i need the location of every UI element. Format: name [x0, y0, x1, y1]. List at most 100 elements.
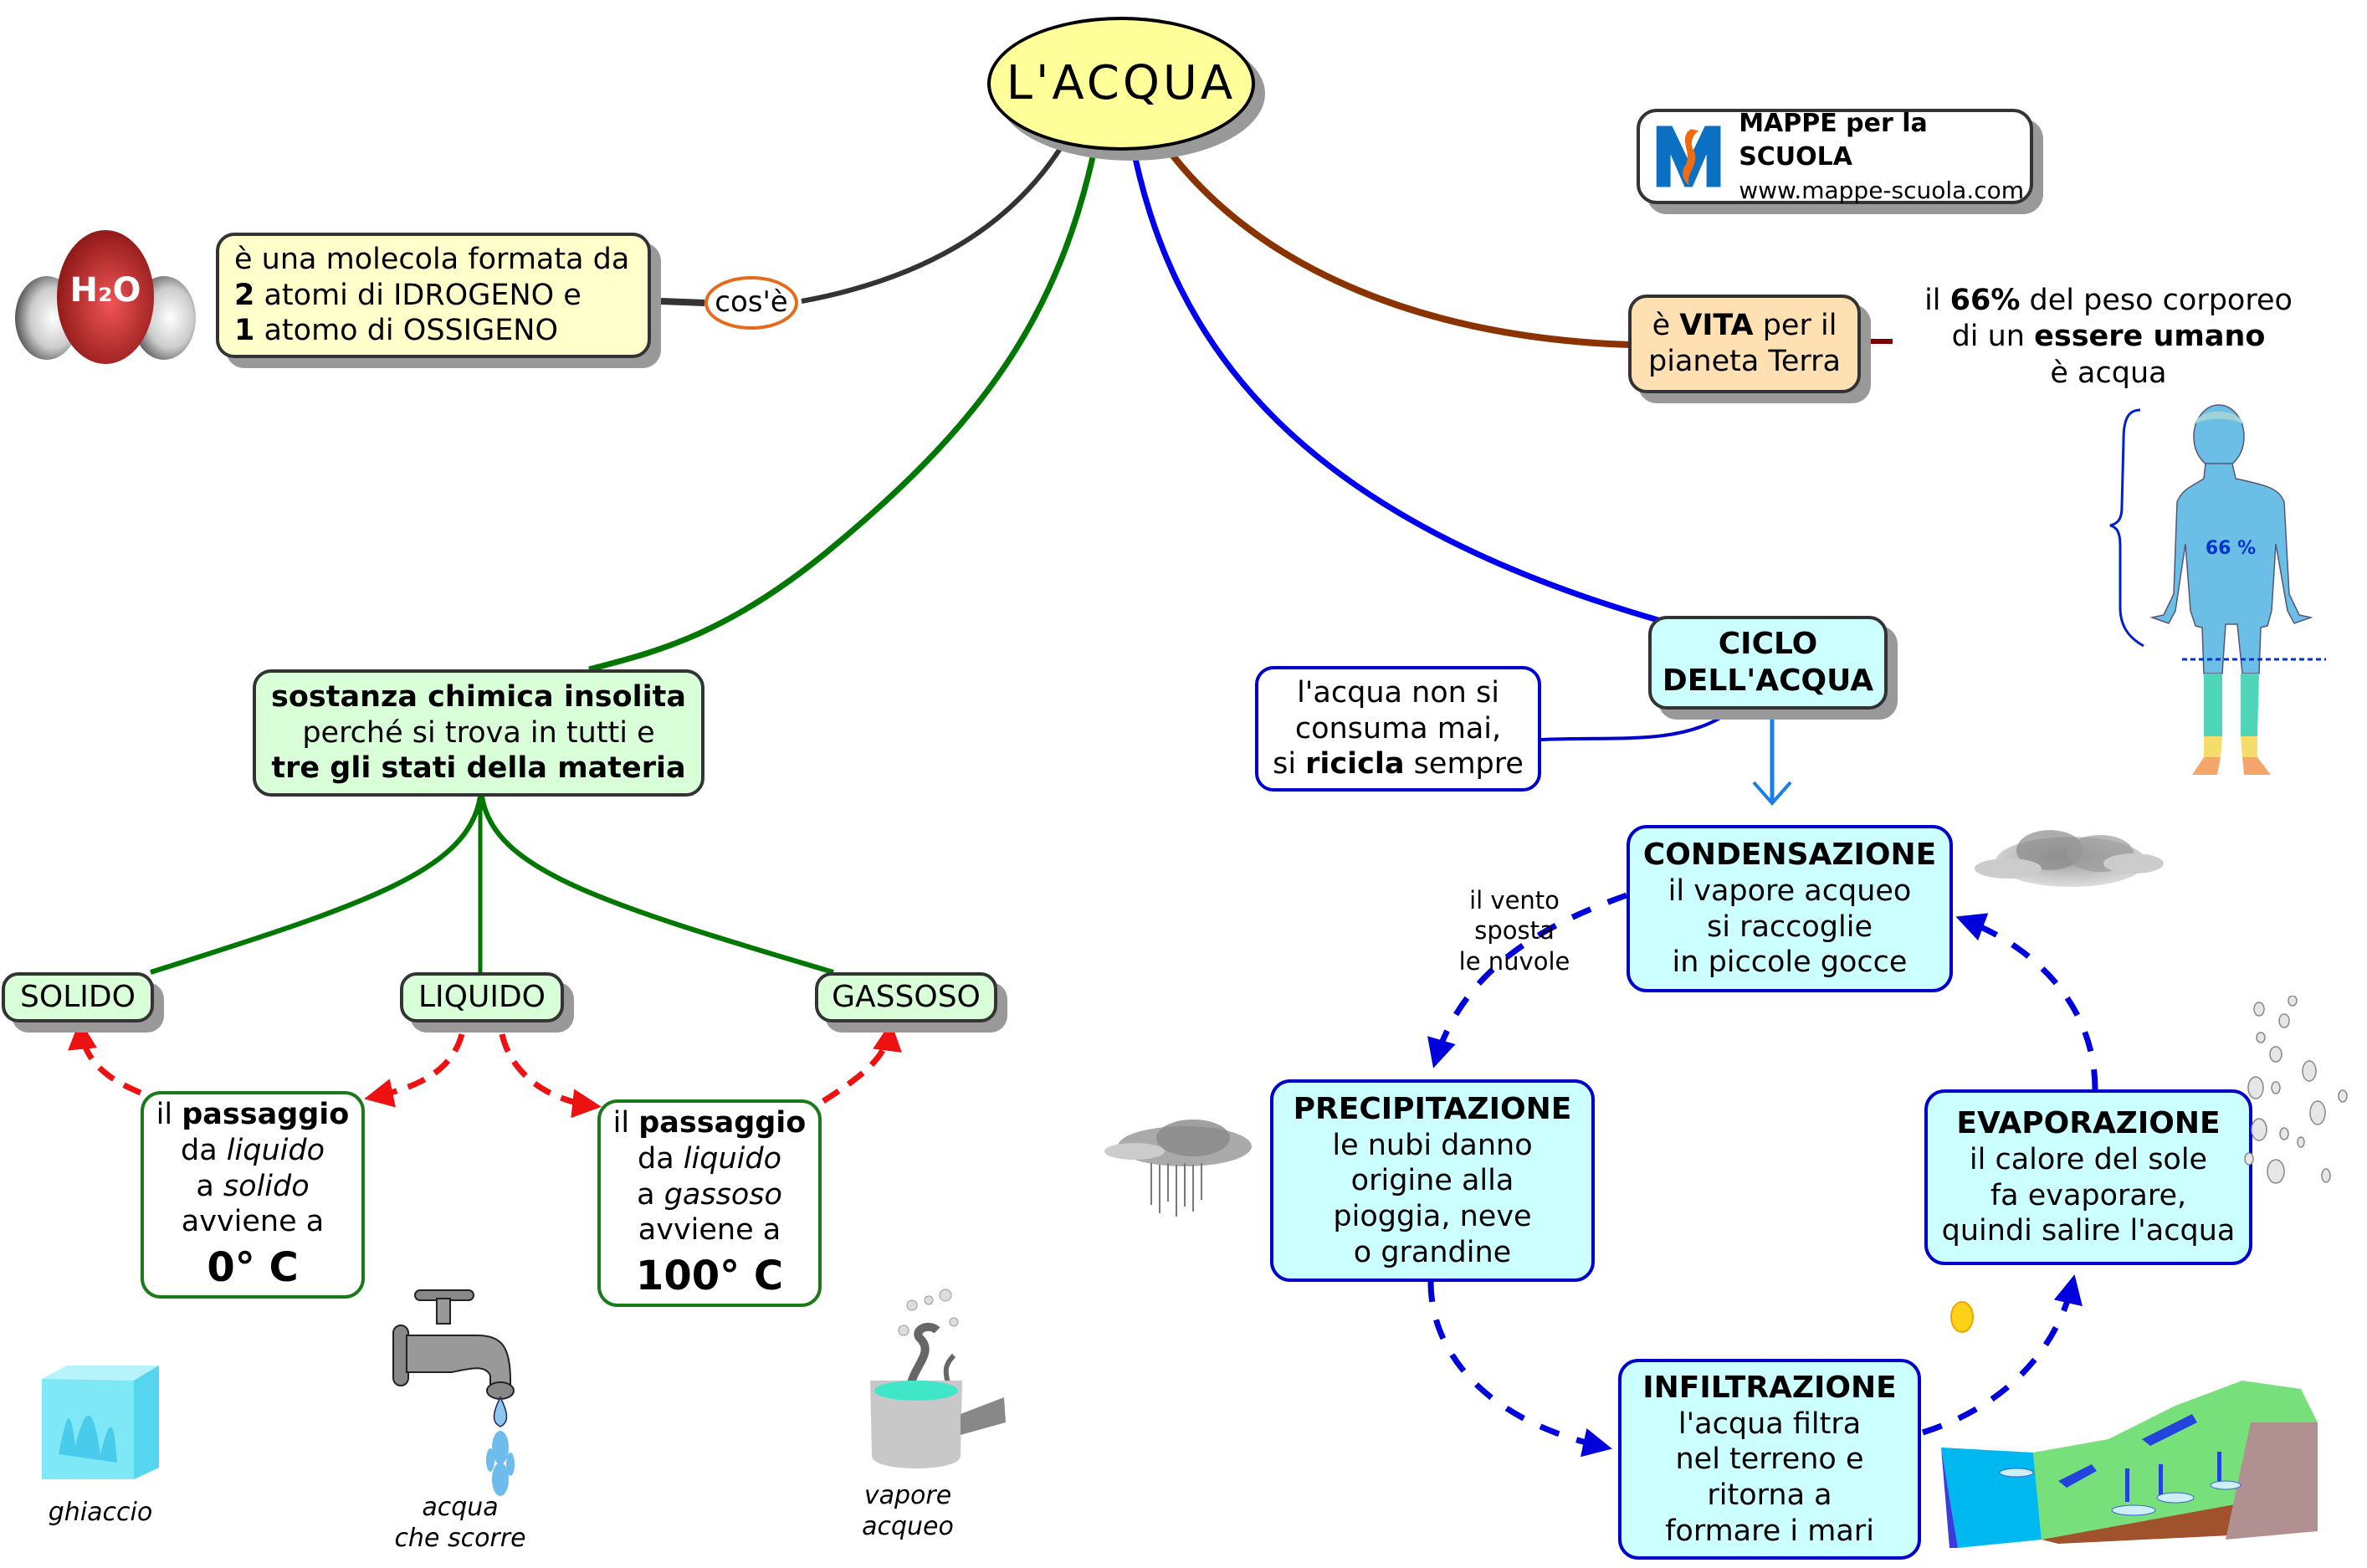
water-tap-icon: [392, 1289, 515, 1496]
prec-line-1: le nubi danno: [1332, 1128, 1533, 1162]
infil-title: INFILTRAZIONE: [1642, 1370, 1897, 1405]
vento-line-3: le nuvole: [1458, 946, 1570, 976]
cond-line-1: il vapore acqueo: [1668, 874, 1912, 908]
arrow-ciclo-down-head: [1752, 781, 1792, 807]
vita-post: per il: [1753, 309, 1837, 343]
sostanza-node[interactable]: sostanza chimica insolita perché si trov…: [253, 669, 704, 797]
tg-l2-it: liquido: [683, 1142, 781, 1176]
sostanza-line-3: tre gli stati della materia: [271, 751, 685, 787]
hydrogen-text: atomi di IDROGENO e: [254, 278, 582, 312]
state-solido[interactable]: SOLIDO: [2, 972, 154, 1022]
prec-line-2: origine alla: [1350, 1164, 1514, 1198]
caption-steam: vapore acqueo: [845, 1481, 971, 1542]
freezing-temp: 0° C: [207, 1244, 299, 1292]
mappe-scuola-logo[interactable]: MAPPE per la SCUOLA www.mappe-scuola.com: [1637, 109, 2033, 204]
logo-text: MAPPE per la SCUOLA www.mappe-scuola.com: [1739, 107, 2030, 207]
condensazione-node[interactable]: CONDENSAZIONE il vapore acqueo si raccog…: [1627, 825, 1953, 992]
prec-line-3: pioggia, neve: [1333, 1199, 1532, 1233]
link-root-ciclo: [1128, 137, 1662, 624]
logo-brand: MAPPE per la SCUOLA: [1739, 108, 1928, 172]
vita-node[interactable]: è VITA per il pianeta Terra: [1628, 295, 1861, 393]
human-l1-pre: il: [1924, 284, 1950, 317]
caption-tap-2: che scorre: [394, 1523, 526, 1553]
human-l2-bold: essere umano: [2034, 320, 2266, 354]
tg-l1-pre: il: [612, 1106, 639, 1140]
root-title: L'ACQUA: [1006, 55, 1237, 110]
rain-cloud-icon: [1104, 1120, 1252, 1217]
link-cose-molecule: [660, 298, 705, 306]
link-label-cose: cos'è: [704, 276, 798, 330]
oxygen-count: 1: [234, 314, 255, 348]
tg-l3-pre: a: [637, 1177, 664, 1212]
tg-line-4: avviene a: [638, 1213, 781, 1248]
sostanza-line-2: perché si trova in tutti e: [302, 715, 655, 750]
cose-text: cos'è: [715, 285, 788, 320]
arrow-prec-to-infil: [1427, 1281, 1612, 1458]
evaporazione-node[interactable]: EVAPORAZIONE il calore del sole fa evapo…: [1924, 1089, 2252, 1265]
human-water-text: il 66% del peso corporeo di un essere um…: [1899, 283, 2318, 392]
caption-tap: acqua che scorre: [377, 1493, 544, 1554]
caption-tap-1: acqua: [422, 1493, 499, 1522]
human-percent: 66%: [1949, 284, 2021, 317]
vita-line-1: è VITA per il: [1652, 308, 1837, 344]
ts-l1-bold: passaggio: [182, 1098, 350, 1132]
state-gassoso[interactable]: GASSOSO: [815, 972, 997, 1022]
ts-line-2: da liquido: [181, 1133, 325, 1169]
tg-line-3: a gassoso: [637, 1177, 782, 1213]
brace-icon: [2109, 408, 2144, 648]
link-ciclo-note: [1540, 716, 1721, 741]
human-l2-pre: di un: [1951, 320, 2035, 354]
evap-title: EVAPORAZIONE: [1956, 1106, 2221, 1141]
human-l1-post: del peso corporeo: [2020, 284, 2293, 317]
caption-steam-1: vapore: [863, 1481, 952, 1510]
ciclo-line-2: DELL'ACQUA: [1662, 664, 1874, 698]
tg-line-1: il passaggio: [613, 1105, 807, 1141]
state-liquido[interactable]: LIQUIDO: [400, 972, 564, 1022]
note-l3-pre: si: [1273, 747, 1306, 781]
infil-line-4: formare i mari: [1665, 1514, 1874, 1548]
ts-l2-pre: da: [181, 1134, 227, 1168]
evap-line-2: fa evaporare,: [1990, 1178, 2187, 1212]
precipitazione-node[interactable]: PRECIPITAZIONE le nubi danno origine all…: [1270, 1079, 1595, 1282]
human-body-icon: 66 %: [2149, 404, 2326, 775]
tg-l1-bold: passaggio: [638, 1106, 807, 1140]
ciclo-acqua-node[interactable]: CICLO DELL'ACQUA: [1648, 616, 1888, 710]
molecule-line-3: 1 atomo di OSSIGENO: [234, 313, 558, 349]
note-line-3: si ricicla sempre: [1273, 746, 1524, 782]
vita-pre: è: [1652, 309, 1680, 343]
arrow-temp-to-solido: [68, 1020, 142, 1096]
sostanza-bold-3: tre gli stati della materia: [271, 751, 686, 786]
root-node[interactable]: L'ACQUA: [987, 17, 1255, 151]
arrow-liquido-to-temp-gas: [499, 1033, 602, 1119]
vento-line-2: sposta: [1474, 916, 1555, 945]
evap-line-1: il calore del sole: [1969, 1142, 2208, 1176]
oxygen-text: atomo di OSSIGENO: [254, 314, 559, 348]
ts-l1-pre: il: [156, 1098, 182, 1132]
h2o-label: H₂O: [70, 271, 141, 310]
human-figure-label: 66 %: [2206, 538, 2256, 559]
link-root-vita: [1155, 133, 1631, 348]
arrow-liquido-to-temp-solid: [364, 1033, 465, 1108]
infiltrazione-node[interactable]: INFILTRAZIONE l'acqua filtra nel terreno…: [1618, 1359, 1921, 1560]
note-l3-post: sempre: [1404, 747, 1524, 781]
molecule-description-node[interactable]: è una molecola formata da 2 atomi di IDR…: [216, 233, 651, 358]
ciclo-line-1: CICLO: [1718, 627, 1818, 662]
ts-l3-pre: a: [196, 1169, 223, 1203]
transition-liquid-gas[interactable]: il passaggio da liquido a gassoso avvien…: [597, 1099, 822, 1307]
vita-bold: VITA: [1679, 309, 1754, 343]
solido-label: SOLIDO: [20, 980, 136, 1015]
water-drops-icon: [2244, 996, 2348, 1184]
infil-line-1: l'acqua filtra: [1678, 1407, 1862, 1441]
sostanza-line-1: sostanza chimica insolita: [271, 679, 686, 715]
link-root-sostanza: [588, 133, 1101, 673]
ricicla-note-node[interactable]: l'acqua non si consuma mai, si ricicla s…: [1255, 666, 1541, 792]
ts-line-4: avviene a: [181, 1205, 325, 1239]
boiling-temp: 100° C: [635, 1253, 784, 1300]
link-sostanza-solido: [150, 796, 483, 975]
infil-line-3: ritorna a: [1707, 1478, 1832, 1512]
molecule-line-2: 2 atomi di IDROGENO e: [234, 278, 582, 314]
transition-liquid-solid[interactable]: il passaggio da liquido a solido avviene…: [141, 1091, 365, 1299]
m-logo-icon: [1656, 126, 1721, 187]
vento-line-1: il vento: [1469, 886, 1560, 915]
note-l3-bold: ricicla: [1305, 747, 1405, 781]
